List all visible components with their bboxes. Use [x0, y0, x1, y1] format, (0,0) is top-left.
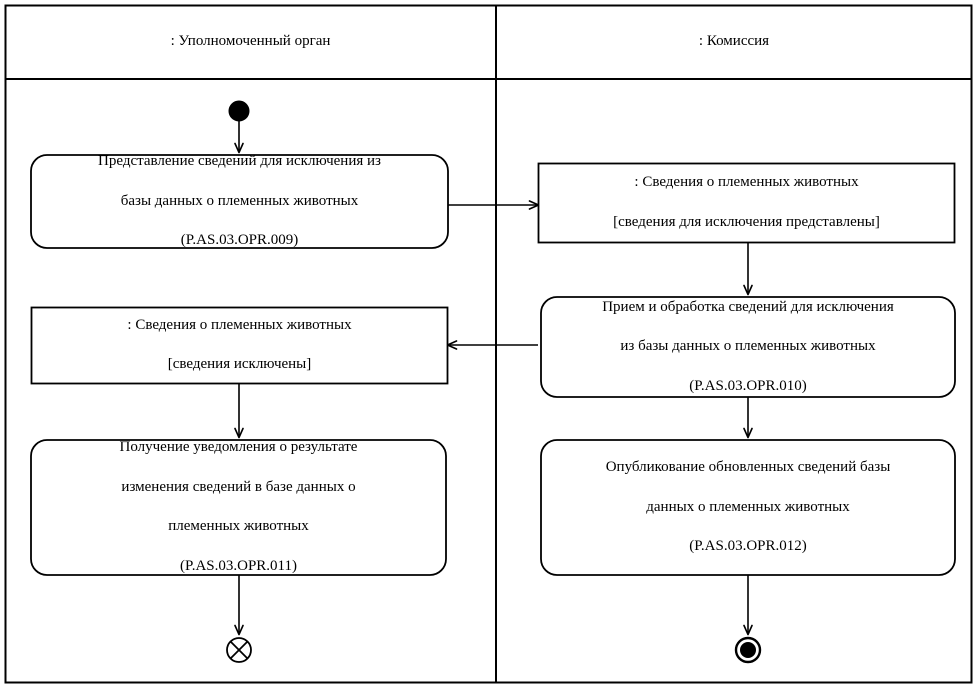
lane-header-right-label: : Комиссия	[698, 33, 770, 49]
left-object-1-shape	[30, 306, 449, 385]
initial-node	[228, 100, 250, 122]
left-action-2-shape	[30, 439, 447, 576]
right-action-2-shape	[540, 439, 956, 576]
flow-final-node	[226, 637, 252, 663]
lane-header-right: : Комиссия	[496, 32, 972, 51]
lane-header-left-label: : Уполномоченный орган	[170, 33, 331, 49]
right-action-1-shape	[540, 296, 956, 398]
activity-final-node	[734, 636, 762, 664]
left-action-1-shape	[30, 154, 449, 249]
lane-header-left: : Уполномоченный орган	[5, 32, 496, 51]
right-object-1-shape	[537, 162, 956, 244]
